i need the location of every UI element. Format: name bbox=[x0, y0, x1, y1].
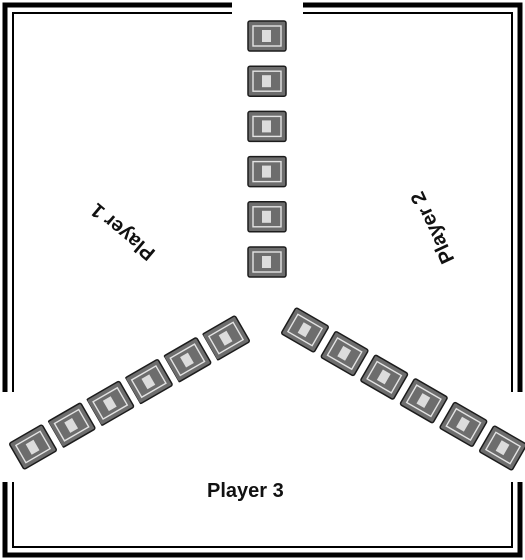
player-3-label: Player 3 bbox=[207, 480, 284, 503]
card-row-player-3-right bbox=[272, 299, 525, 479]
top-row-card-2 bbox=[241, 60, 292, 101]
top-row-card-3 bbox=[241, 106, 292, 147]
card-row-top bbox=[241, 15, 292, 282]
top-row-card-6 bbox=[241, 241, 292, 282]
top-row-card-4 bbox=[241, 151, 292, 192]
card-row-player-3-left bbox=[0, 307, 258, 478]
top-row-card-1 bbox=[241, 15, 292, 56]
top-row-card-5 bbox=[241, 196, 292, 237]
